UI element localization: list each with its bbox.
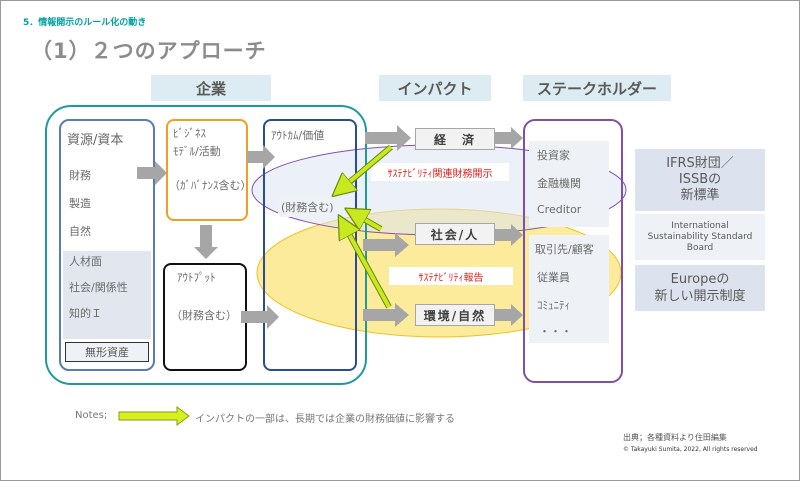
output-title: ｱｳﾄﾌﾟｯﾄ bbox=[177, 271, 216, 284]
issb-english-box: International Sustainability Standard Bo… bbox=[635, 214, 765, 260]
stakeholder-shade bbox=[529, 235, 609, 343]
business-note: （ｶﾞﾊﾞﾅﾝｽ含む） bbox=[169, 179, 252, 192]
resources-title: 資源/資本 bbox=[67, 133, 124, 148]
arrow-outcome-to-environment bbox=[363, 303, 409, 327]
arrow-society-to-stakeholders bbox=[495, 224, 523, 246]
business-label-1: ﾋﾞｼﾞﾈｽ bbox=[173, 127, 206, 140]
stakeholder-item: 従業員 bbox=[537, 271, 570, 284]
header-company: 企業 bbox=[151, 75, 271, 101]
stakeholder-item: 金融機関 bbox=[537, 177, 581, 190]
stakeholder-item: 取引先/顧客 bbox=[535, 243, 594, 256]
arrow-economy-to-stakeholders bbox=[495, 127, 523, 149]
copyright-text: © Takayuki Sumita, 2022, All rights rese… bbox=[623, 446, 758, 453]
sus-report-label: ｻｽﾃﾅﾋﾞﾘﾃｨ報告 bbox=[389, 267, 513, 285]
impact-economy: 経 済 bbox=[415, 128, 495, 150]
europe-box: Europeの 新しい開示制度 bbox=[635, 265, 765, 311]
resource-item: 自然 bbox=[69, 225, 91, 238]
stakeholder-item: 投資家 bbox=[537, 149, 570, 162]
source-text: 出典；各種資料より住田編集 bbox=[623, 433, 727, 442]
outcome-note: (財務含む) bbox=[281, 201, 334, 214]
arrow-business-to-output bbox=[194, 225, 218, 259]
impact-environment: 環境/自然 bbox=[415, 304, 495, 326]
legend-arrow bbox=[118, 406, 190, 426]
stakeholder-item: Creditor bbox=[537, 203, 582, 216]
fin-disclosure-label: ｻｽﾃﾅﾋﾞﾘﾃｨ関連財務開示 bbox=[371, 163, 509, 181]
output-note: （財務含む） bbox=[171, 309, 237, 322]
ifrs-issb-text: IFRS財団／ ISSBの 新標準 bbox=[666, 156, 734, 203]
header-stakeholder: ステークホルダー bbox=[523, 75, 671, 101]
resource-item: 製造 bbox=[69, 197, 91, 210]
resource-item: 社会/関係性 bbox=[69, 281, 128, 294]
resources-box bbox=[59, 119, 155, 371]
stakeholder-item: ・・・ bbox=[539, 325, 572, 338]
outcome-title: ｱｳﾄｶﾑ/価値 bbox=[271, 129, 325, 142]
notes-text: インパクトの一部は、長期では企業の財務価値に影響する bbox=[195, 414, 455, 425]
notes-label: Notes; bbox=[75, 410, 108, 421]
investor-shade bbox=[529, 141, 609, 227]
intangible-shade bbox=[63, 251, 151, 339]
header-impact: インパクト bbox=[379, 75, 491, 101]
arrow-resources-to-business bbox=[137, 161, 167, 185]
resource-item: 知的Ｉ bbox=[69, 307, 102, 320]
arrow-output-to-outcome bbox=[241, 305, 279, 329]
outcome-note-bg bbox=[278, 195, 346, 217]
business-label-2: ﾓﾃﾞﾙ/活動 bbox=[173, 145, 221, 158]
intangible-assets-box: 無形資産 bbox=[65, 342, 149, 362]
impact-society: 社会/人 bbox=[415, 223, 495, 245]
arrow-environment-to-stakeholders bbox=[495, 304, 523, 326]
resource-item: 人材面 bbox=[69, 255, 102, 268]
arrow-outcome-to-society bbox=[363, 233, 409, 257]
issb-english-text: International Sustainability Standard Bo… bbox=[647, 220, 753, 253]
section-label: 5．情報開示のルール化の動き bbox=[23, 18, 147, 28]
arrow-business-to-outcome bbox=[247, 145, 275, 169]
ifrs-issb-box: IFRS財団／ ISSBの 新標準 bbox=[635, 149, 765, 211]
europe-text: Europeの 新しい開示制度 bbox=[654, 272, 746, 304]
resource-item: 財務 bbox=[69, 169, 91, 182]
slide-title: （1）２つのアプローチ bbox=[31, 39, 267, 63]
stakeholder-box bbox=[523, 119, 623, 383]
business-model-box bbox=[166, 119, 248, 221]
stakeholder-item: ｺﾐｭﾆﾃｨ bbox=[537, 299, 570, 312]
arrow-outcome-to-economy bbox=[365, 125, 411, 151]
